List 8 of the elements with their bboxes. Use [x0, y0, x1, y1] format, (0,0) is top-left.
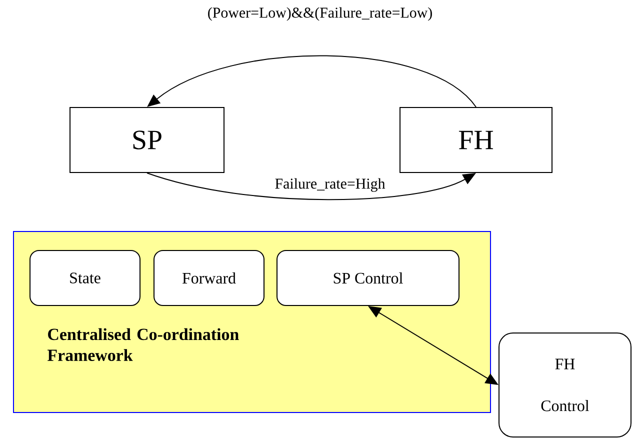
module-box: FH Control [498, 332, 632, 438]
module-box: SP Control [276, 250, 460, 306]
edge-label: (Power=Low)&&(Failure_rate=Low) [208, 7, 432, 21]
state-box: FH [400, 107, 552, 173]
edge-label: Failure_rate=High [274, 177, 386, 193]
state-box: SP [70, 107, 224, 173]
module-box: Forward [154, 250, 264, 306]
module-box: State [30, 250, 140, 306]
